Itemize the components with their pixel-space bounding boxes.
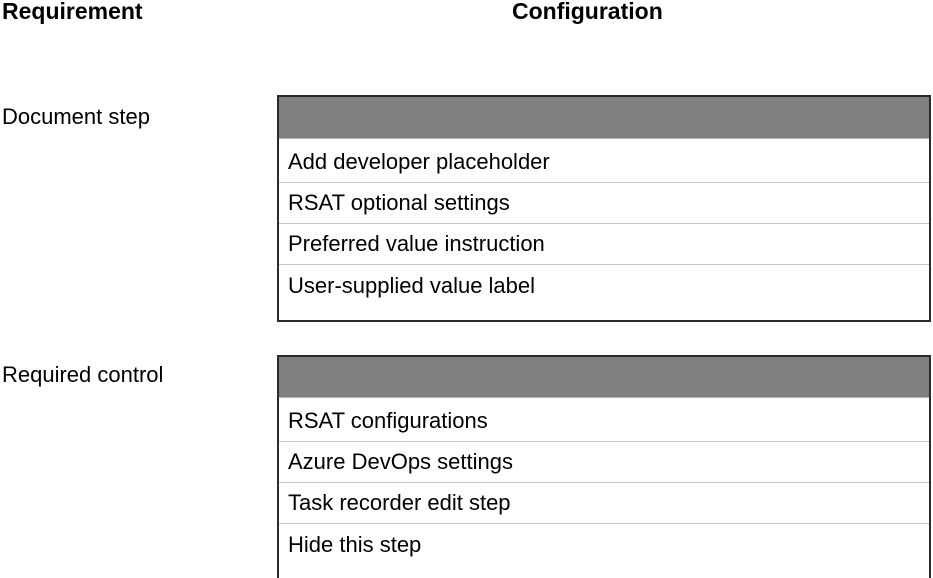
column-header-configuration: Configuration — [512, 0, 663, 24]
option-item[interactable]: Add developer placeholder — [279, 142, 929, 183]
option-item[interactable]: RSAT optional settings — [279, 183, 929, 224]
option-list-required-control: RSAT configurations Azure DevOps setting… — [279, 401, 929, 565]
option-item[interactable]: Hide this step — [279, 524, 929, 565]
option-item[interactable]: RSAT configurations — [279, 401, 929, 442]
option-list-top-gap — [279, 139, 929, 142]
column-header-requirement: Requirement — [2, 0, 143, 24]
requirement-label-required-control: Required control — [2, 362, 164, 387]
option-list-document-step: Add developer placeholder RSAT optional … — [279, 142, 929, 306]
requirement-label-document-step: Document step — [2, 104, 150, 129]
dropdown-required-control[interactable]: RSAT configurations Azure DevOps setting… — [277, 355, 931, 578]
dropdown-selected-value-required-control[interactable] — [279, 357, 929, 398]
option-item[interactable]: Azure DevOps settings — [279, 442, 929, 483]
dropdown-document-step[interactable]: Add developer placeholder RSAT optional … — [277, 95, 931, 322]
option-list-top-gap — [279, 398, 929, 401]
dropdown-selected-value-document-step[interactable] — [279, 97, 929, 139]
option-item[interactable]: Preferred value instruction — [279, 224, 929, 265]
option-item[interactable]: Task recorder edit step — [279, 483, 929, 524]
option-item[interactable]: User-supplied value label — [279, 265, 929, 306]
